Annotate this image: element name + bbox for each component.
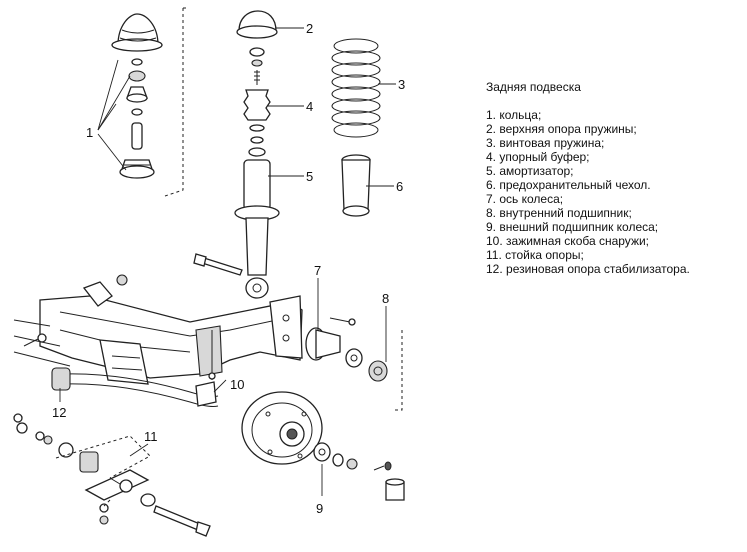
legend-item: 3. винтовая пружина;	[486, 136, 605, 150]
legend-item: 9. внешний подшипник колеса;	[486, 220, 659, 234]
legend-item: 10. зажимная скоба снаружи;	[486, 234, 650, 248]
leader-lines	[59, 27, 396, 496]
legend-list: 1. кольца; 2. верхняя опора пружины; 3. …	[486, 108, 741, 276]
legend-item: 6. предохранительный чехол.	[486, 178, 651, 192]
callout-4: 4	[306, 99, 314, 114]
shock-absorber-column	[234, 10, 280, 299]
rear-axle-beam	[13, 274, 303, 385]
stabilizer-bar	[51, 330, 219, 407]
protective-boot	[341, 154, 371, 217]
callout-3: 3	[398, 77, 406, 92]
coil-spring	[331, 38, 381, 138]
callout-2: 2	[306, 21, 314, 36]
legend-item: 1. кольца;	[486, 108, 542, 122]
callout-6: 6	[396, 179, 404, 194]
callout-8: 8	[382, 291, 390, 306]
legend-title: Задняя подвеска	[486, 80, 581, 94]
callout-1: 1	[86, 125, 94, 140]
callout-10: 10	[230, 377, 245, 392]
support-strut-assembly	[13, 413, 211, 537]
legend-item: 8. внутренний подшипник;	[486, 206, 632, 220]
legend-item: 2. верхняя опора пружины;	[486, 122, 637, 136]
left-ring-stack	[111, 7, 188, 197]
legend-item: 11. стойка опоры;	[486, 248, 584, 262]
legend-item: 7. ось колеса;	[486, 192, 564, 206]
legend-item: 5. амортизатор;	[486, 164, 574, 178]
callout-12: 12	[52, 405, 67, 420]
callout-5: 5	[306, 169, 314, 184]
callout-9: 9	[316, 501, 324, 516]
wheel-axle-assembly	[305, 317, 403, 411]
parts-legend: Задняя подвеска 1. кольца; 2. верхняя оп…	[486, 80, 741, 276]
legend-item: 12. резиновая опора стабилизатора.	[486, 262, 690, 276]
shock-mount-bolt	[193, 253, 243, 276]
legend-item: 4. упорный буфер;	[486, 150, 590, 164]
callout-11: 11	[144, 429, 158, 444]
callout-7: 7	[314, 263, 322, 278]
brake-drum	[241, 391, 405, 501]
